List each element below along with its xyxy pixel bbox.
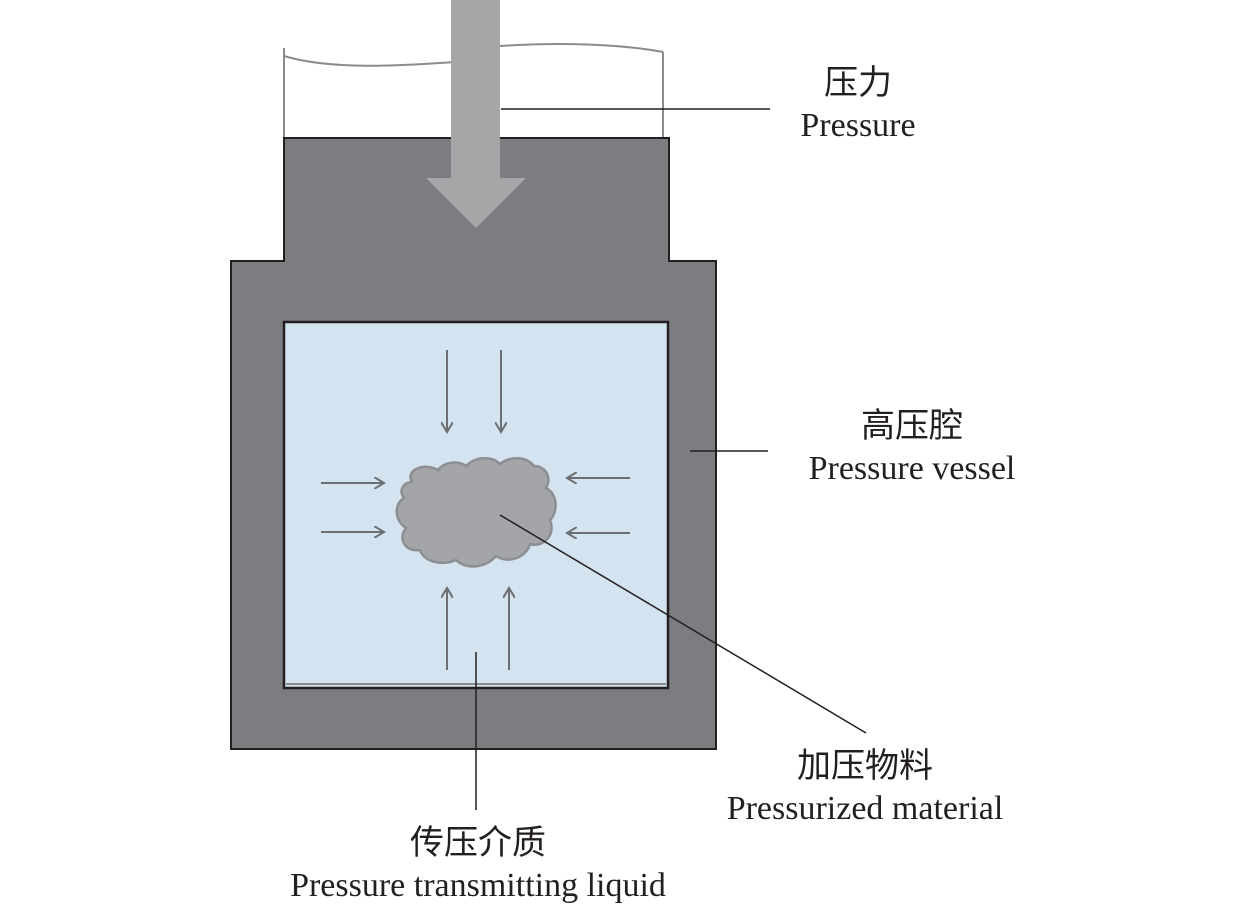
label-transmitting-liquid-en: Pressure transmitting liquid [290, 866, 666, 904]
label-transmitting-liquid-zh: 传压介质 [410, 823, 546, 863]
container-outline [283, 43, 664, 138]
label-pressure-en: Pressure [800, 106, 916, 144]
pressure-arrow-icon [426, 0, 526, 228]
label-pressure-vessel-en: Pressure vessel [808, 449, 1016, 487]
label-pressure-vessel-zh: 高压腔 [861, 406, 963, 446]
leader-line-material [499, 514, 867, 734]
label-pressurized-material-zh: 加压物料 [797, 746, 933, 786]
force-arrows [321, 350, 630, 670]
label-pressurized-material-en: Pressurized material [726, 789, 1004, 827]
label-transmitting-liquid: 传压介质 Pressure transmitting liquid [255, 822, 701, 907]
pressurized-material [395, 457, 557, 568]
label-pressurized-material: 加压物料 Pressurized material [700, 745, 1030, 830]
leader-lines [475, 108, 867, 810]
label-pressure-vessel: 高压腔 Pressure vessel [780, 405, 1044, 490]
label-pressure-zh: 压力 [824, 63, 892, 103]
label-pressure: 压力 Pressure [770, 62, 946, 147]
